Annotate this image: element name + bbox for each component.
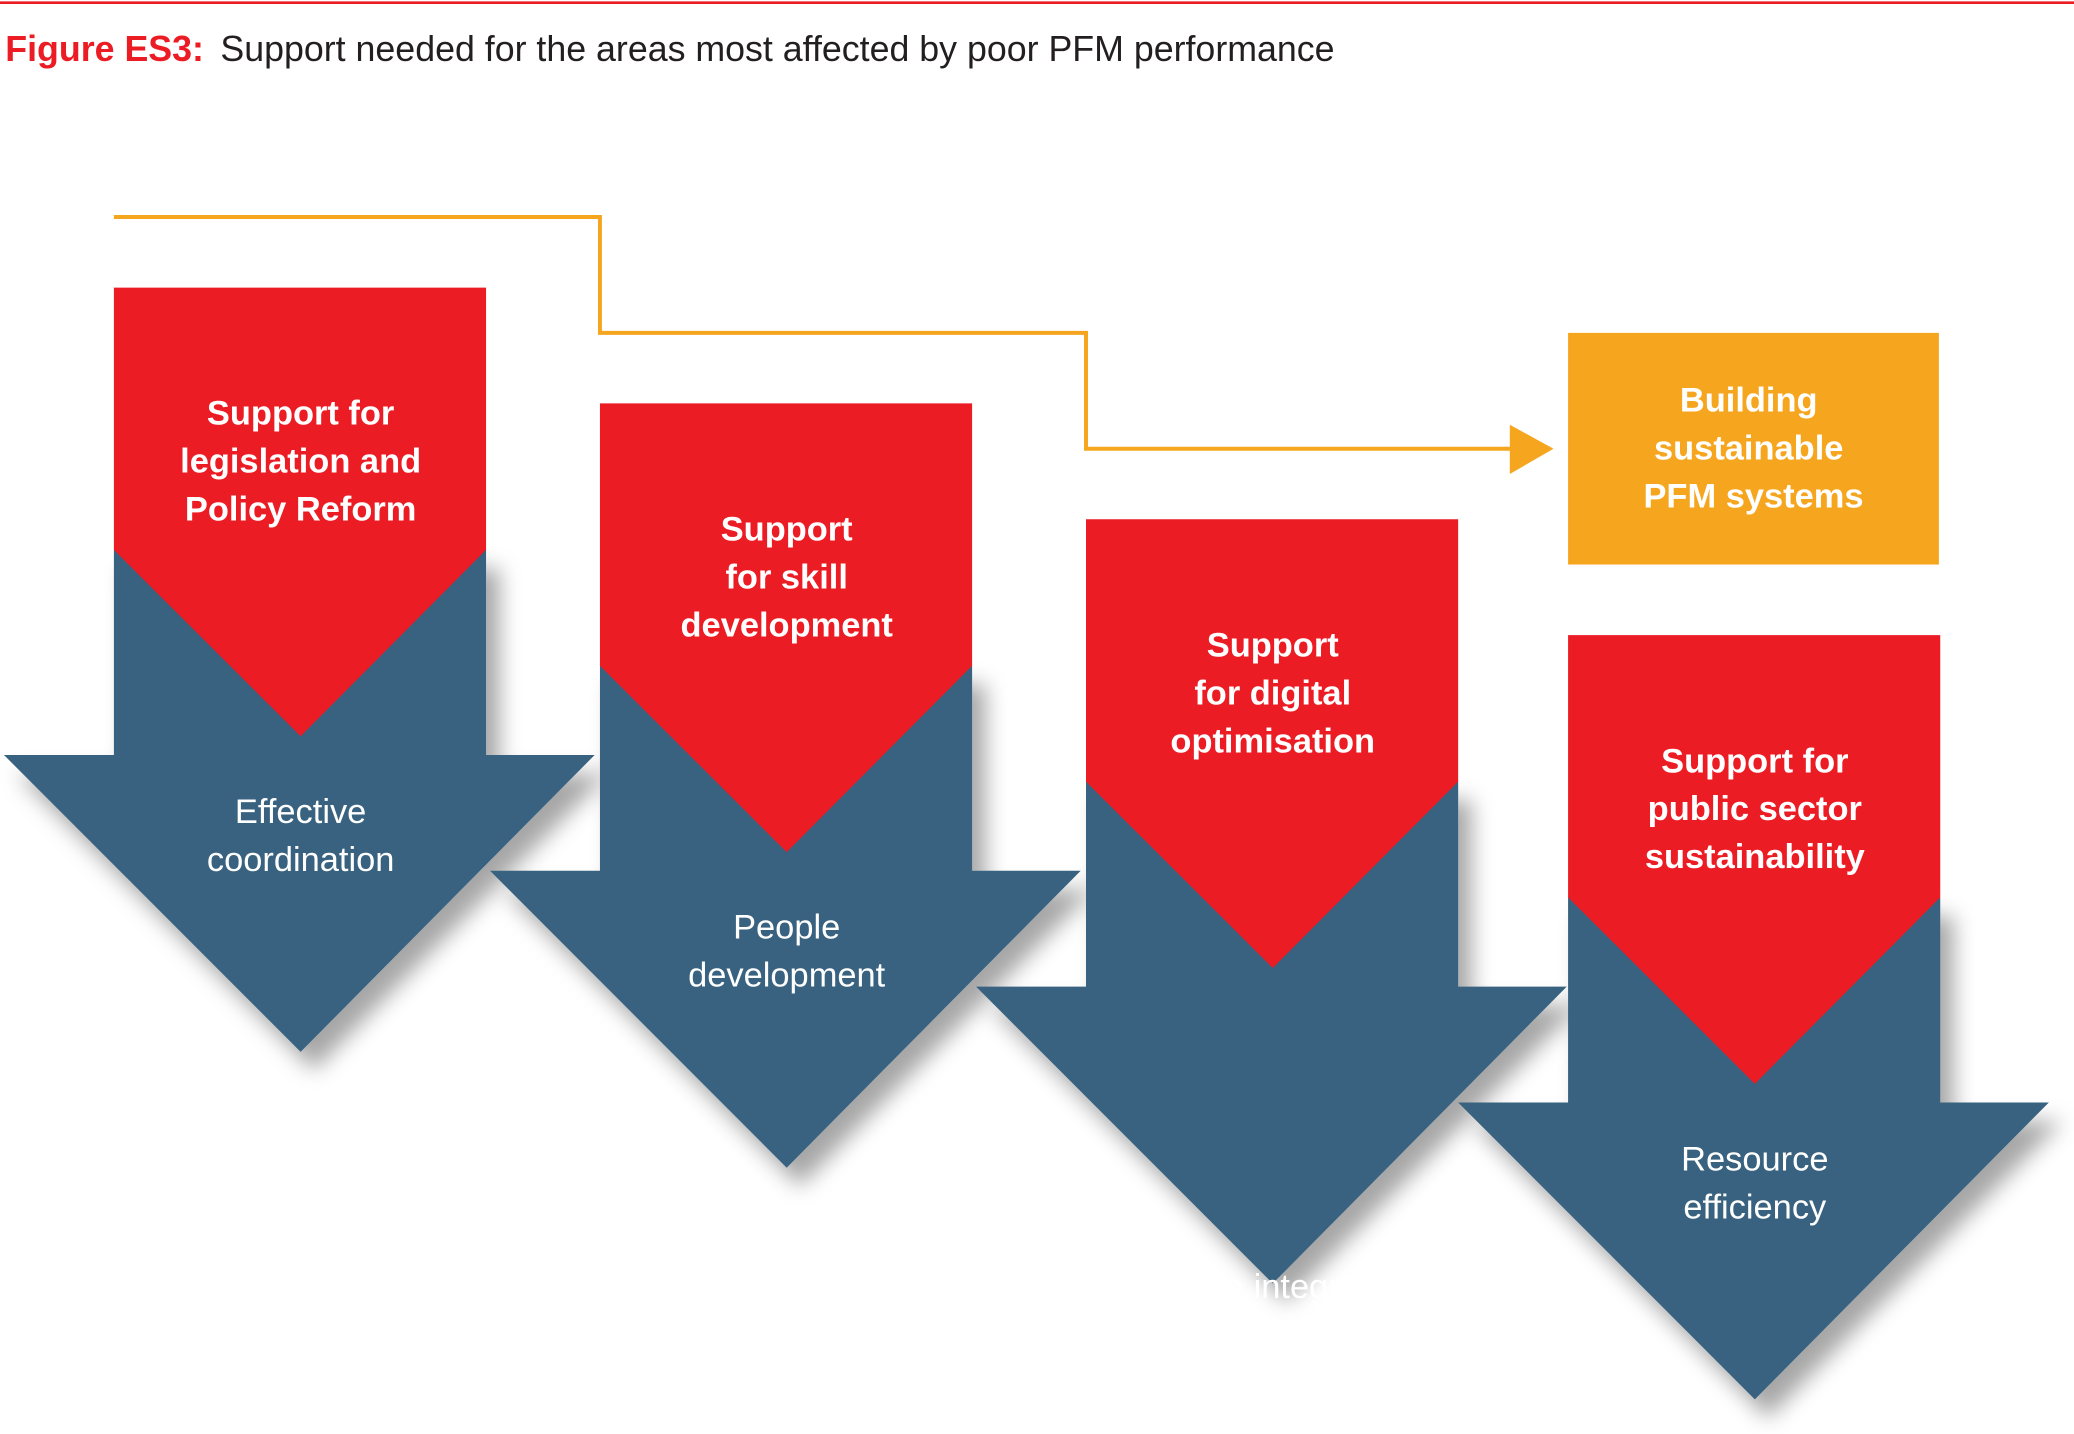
support-chevron: [599, 403, 973, 853]
progress-connector: [113, 215, 1513, 451]
figure-caption: Support needed for the areas most affect…: [220, 29, 1334, 69]
connector-arrowhead-icon: [1509, 424, 1554, 475]
support-chevron: [1086, 519, 1459, 968]
goal-box: Building sustainable PFM systems: [1568, 332, 1939, 565]
outcome-label: Data integrity: [1171, 1268, 1375, 1306]
support-chevron: [1568, 635, 1941, 1084]
outcome-arrow: [1458, 897, 2049, 1400]
svg-text:Building sustainable: Building sustainable PFM systems: [1643, 381, 1863, 515]
figure-title: Figure ES3: Support needed for the areas…: [5, 29, 1334, 69]
support-chevron: [113, 287, 487, 737]
outcome-arrow: [3, 549, 595, 1052]
outcome-arrow: [490, 665, 1081, 1168]
outcome-arrow: [976, 781, 1567, 1284]
figure-label: Figure ES3:: [5, 29, 204, 69]
